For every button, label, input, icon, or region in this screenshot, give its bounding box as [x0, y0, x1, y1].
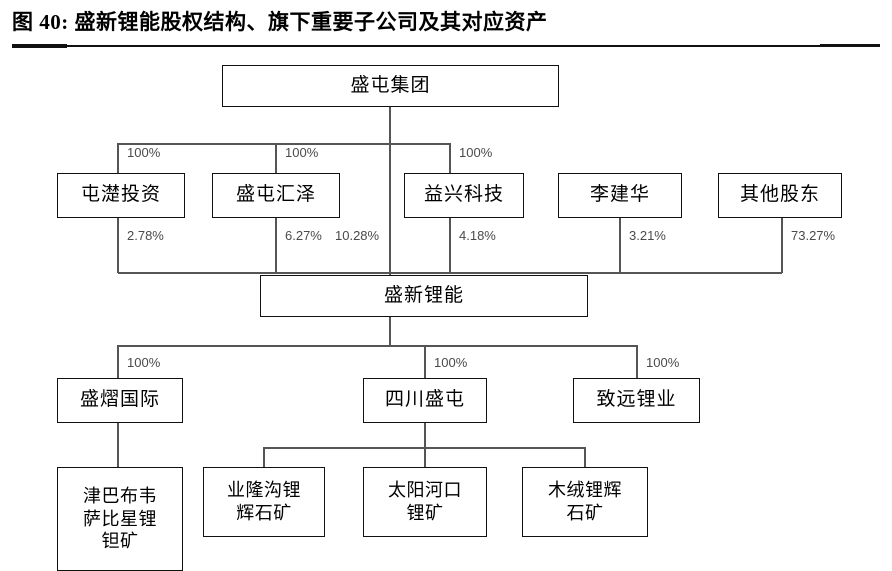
node-murong-mine-label: 木绒锂辉 石矿 [548, 480, 622, 523]
node-taiyanghekou-mine[interactable]: 太阳河口 锂矿 [363, 467, 487, 537]
connector-shengxin-bus [118, 345, 638, 347]
title-divider-thick-right [820, 44, 880, 47]
connector-sichuan-to-taiyanghekou [424, 447, 426, 467]
node-yelonggou-mine[interactable]: 业隆沟锂 辉石矿 [203, 467, 325, 537]
connector-shareholders-bus [118, 272, 782, 274]
figure-title-bar: 图 40: 盛新锂能股权结构、旗下重要子公司及其对应资产 [0, 0, 892, 52]
node-shengtun-huize[interactable]: 盛屯汇泽 [212, 173, 340, 218]
connector-other-to-bus [781, 218, 783, 273]
percent-group-to-huize: 100% [285, 145, 319, 160]
connector-shengxin-stem [389, 317, 391, 345]
page-title: 图 40: 盛新锂能股权结构、旗下重要子公司及其对应资产 [12, 10, 548, 34]
connector-group-direct-to-shengxin [389, 143, 391, 273]
node-taiyanghekou-mine-label: 太阳河口 锂矿 [388, 480, 462, 523]
connector-shengyi-to-zimbabwe [117, 423, 119, 467]
connector-yixing-to-bus [449, 218, 451, 273]
percent-yixing-to-shengxin: 4.18% [459, 228, 496, 243]
percent-shengxin-to-zhiyuan: 100% [646, 355, 680, 370]
node-shengxin-lineng-label: 盛新锂能 [383, 284, 464, 306]
title-divider-thin [12, 45, 880, 47]
connector-shengxin-to-zhiyuan [636, 345, 638, 378]
connector-sichuan-stem [424, 423, 426, 448]
node-tunchu-invest-label: 屯濋投资 [80, 184, 161, 206]
node-yelonggou-mine-label: 业隆沟锂 辉石矿 [227, 480, 301, 523]
node-murong-mine[interactable]: 木绒锂辉 石矿 [522, 467, 648, 537]
percent-group-to-yixing: 100% [459, 145, 493, 160]
title-divider-thick-left [12, 44, 67, 48]
node-zimbabwe-mine[interactable]: 津巴布韦 萨比星锂 钽矿 [57, 467, 183, 571]
connector-group-to-yixing [449, 143, 451, 173]
connector-sichuan-to-yelonggou [263, 447, 265, 467]
connector-li-to-bus [619, 218, 621, 273]
node-shengyi-intl-label: 盛熠国际 [79, 389, 160, 411]
node-zhiyuan-liye[interactable]: 致远锂业 [573, 378, 700, 423]
connector-group-bus [118, 143, 451, 145]
node-yixing-tech-label: 益兴科技 [423, 184, 504, 206]
node-sichuan-shengtun[interactable]: 四川盛屯 [363, 378, 487, 423]
connector-group-to-huize [275, 143, 277, 173]
percent-other-to-shengxin: 73.27% [791, 228, 836, 243]
percent-shengxin-to-sichuan: 100% [434, 355, 468, 370]
connector-tunchu-to-bus [117, 218, 119, 273]
node-other-holders[interactable]: 其他股东 [718, 173, 842, 218]
node-tunchu-invest[interactable]: 屯濋投资 [57, 173, 185, 218]
connector-sichuan-to-murong [584, 447, 586, 467]
percent-huize-to-shengxin: 6.27% [285, 228, 322, 243]
node-zhiyuan-liye-label: 致远锂业 [596, 389, 677, 411]
percent-tunchu-to-shengxin: 2.78% [127, 228, 164, 243]
percent-group-to-shengxin: 10.28% [335, 228, 380, 243]
connector-shengxin-to-sichuan [424, 345, 426, 378]
percent-li-to-shengxin: 3.21% [629, 228, 666, 243]
node-yixing-tech[interactable]: 益兴科技 [404, 173, 524, 218]
node-shengtun-huize-label: 盛屯汇泽 [235, 184, 316, 206]
connector-shengxin-to-shengyi [117, 345, 119, 378]
node-other-holders-label: 其他股东 [739, 184, 820, 206]
percent-shengxin-to-shengyi: 100% [127, 355, 161, 370]
node-li-jianhua[interactable]: 李建华 [558, 173, 682, 218]
node-shengxin-lineng[interactable]: 盛新锂能 [260, 275, 588, 317]
node-sichuan-shengtun-label: 四川盛屯 [384, 389, 465, 411]
percent-group-to-tunchu: 100% [127, 145, 161, 160]
connector-huize-to-bus [275, 218, 277, 273]
connector-group-to-tunchu [117, 143, 119, 173]
node-shengtun-group[interactable]: 盛屯集团 [222, 65, 559, 107]
node-zimbabwe-mine-label: 津巴布韦 萨比星锂 钽矿 [83, 485, 157, 552]
node-shengyi-intl[interactable]: 盛熠国际 [57, 378, 183, 423]
node-li-jianhua-label: 李建华 [589, 184, 650, 206]
node-shengtun-group-label: 盛屯集团 [350, 74, 431, 96]
connector-group-stem [389, 107, 391, 143]
